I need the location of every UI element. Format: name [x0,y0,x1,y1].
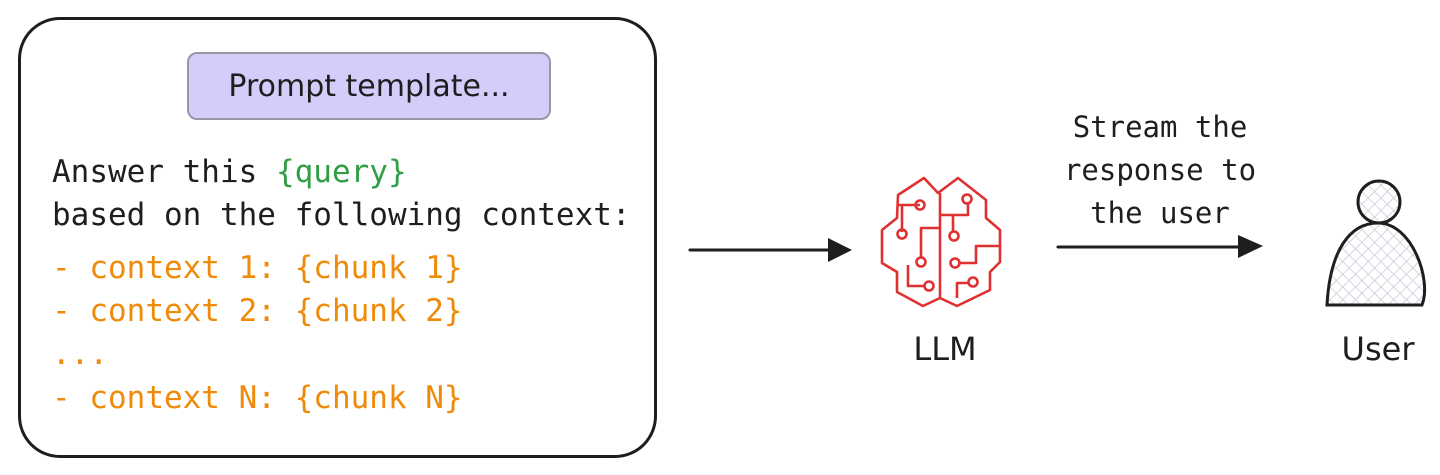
context-line-ellipsis: ... [52,336,108,372]
user-label: User [1341,330,1415,368]
user-icon [1325,179,1427,307]
prompt-line-context: based on the following context: [52,197,631,233]
prompt-template-box [18,17,657,458]
arrow-prompt-to-llm [688,238,852,262]
arrow-llm-to-user [1056,235,1263,258]
stream-response-label: Stream the response to the user [1063,110,1257,230]
prompt-line-prefix: Answer this [52,154,276,190]
prompt-template-title: Prompt template... [187,52,551,120]
context-line-n: - context N: {chunk N} [52,380,463,416]
context-line-2: - context 2: {chunk 2} [52,293,463,329]
prompt-line-query: Answer this {query} [52,152,407,192]
llm-label: LLM [913,330,977,368]
context-line-1: - context 1: {chunk 1} [52,250,463,286]
query-variable: {query} [275,154,407,190]
brain-circuit-icon [880,176,1002,308]
